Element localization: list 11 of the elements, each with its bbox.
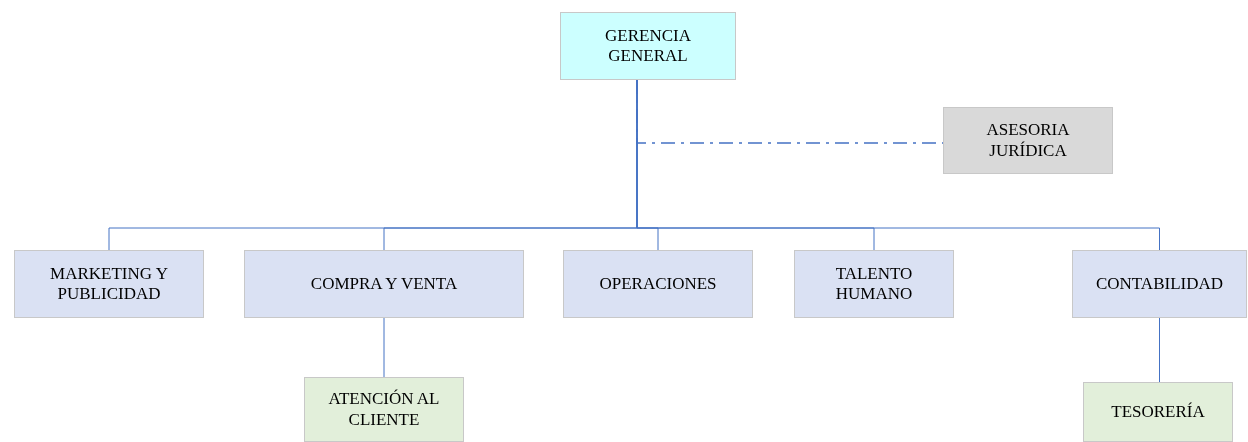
connector-line <box>383 317 385 378</box>
org-unit-box: MARKETING Y PUBLICIDAD <box>14 250 204 318</box>
org-unit-box: TALENTO HUMANO <box>794 250 954 318</box>
org-unit-box: ATENCIÓN AL CLIENTE <box>304 377 464 442</box>
org-unit-box: OPERACIONES <box>563 250 753 318</box>
org-unit-box: TESORERÍA <box>1083 382 1233 442</box>
connector-line <box>1159 317 1160 383</box>
org-unit-box: CONTABILIDAD <box>1072 250 1247 318</box>
org-unit-box: ASESORIA JURÍDICA <box>943 107 1113 174</box>
org-unit-box: GERENCIA GENERAL <box>560 12 736 80</box>
org-unit-box: COMPRA Y VENTA <box>244 250 524 318</box>
